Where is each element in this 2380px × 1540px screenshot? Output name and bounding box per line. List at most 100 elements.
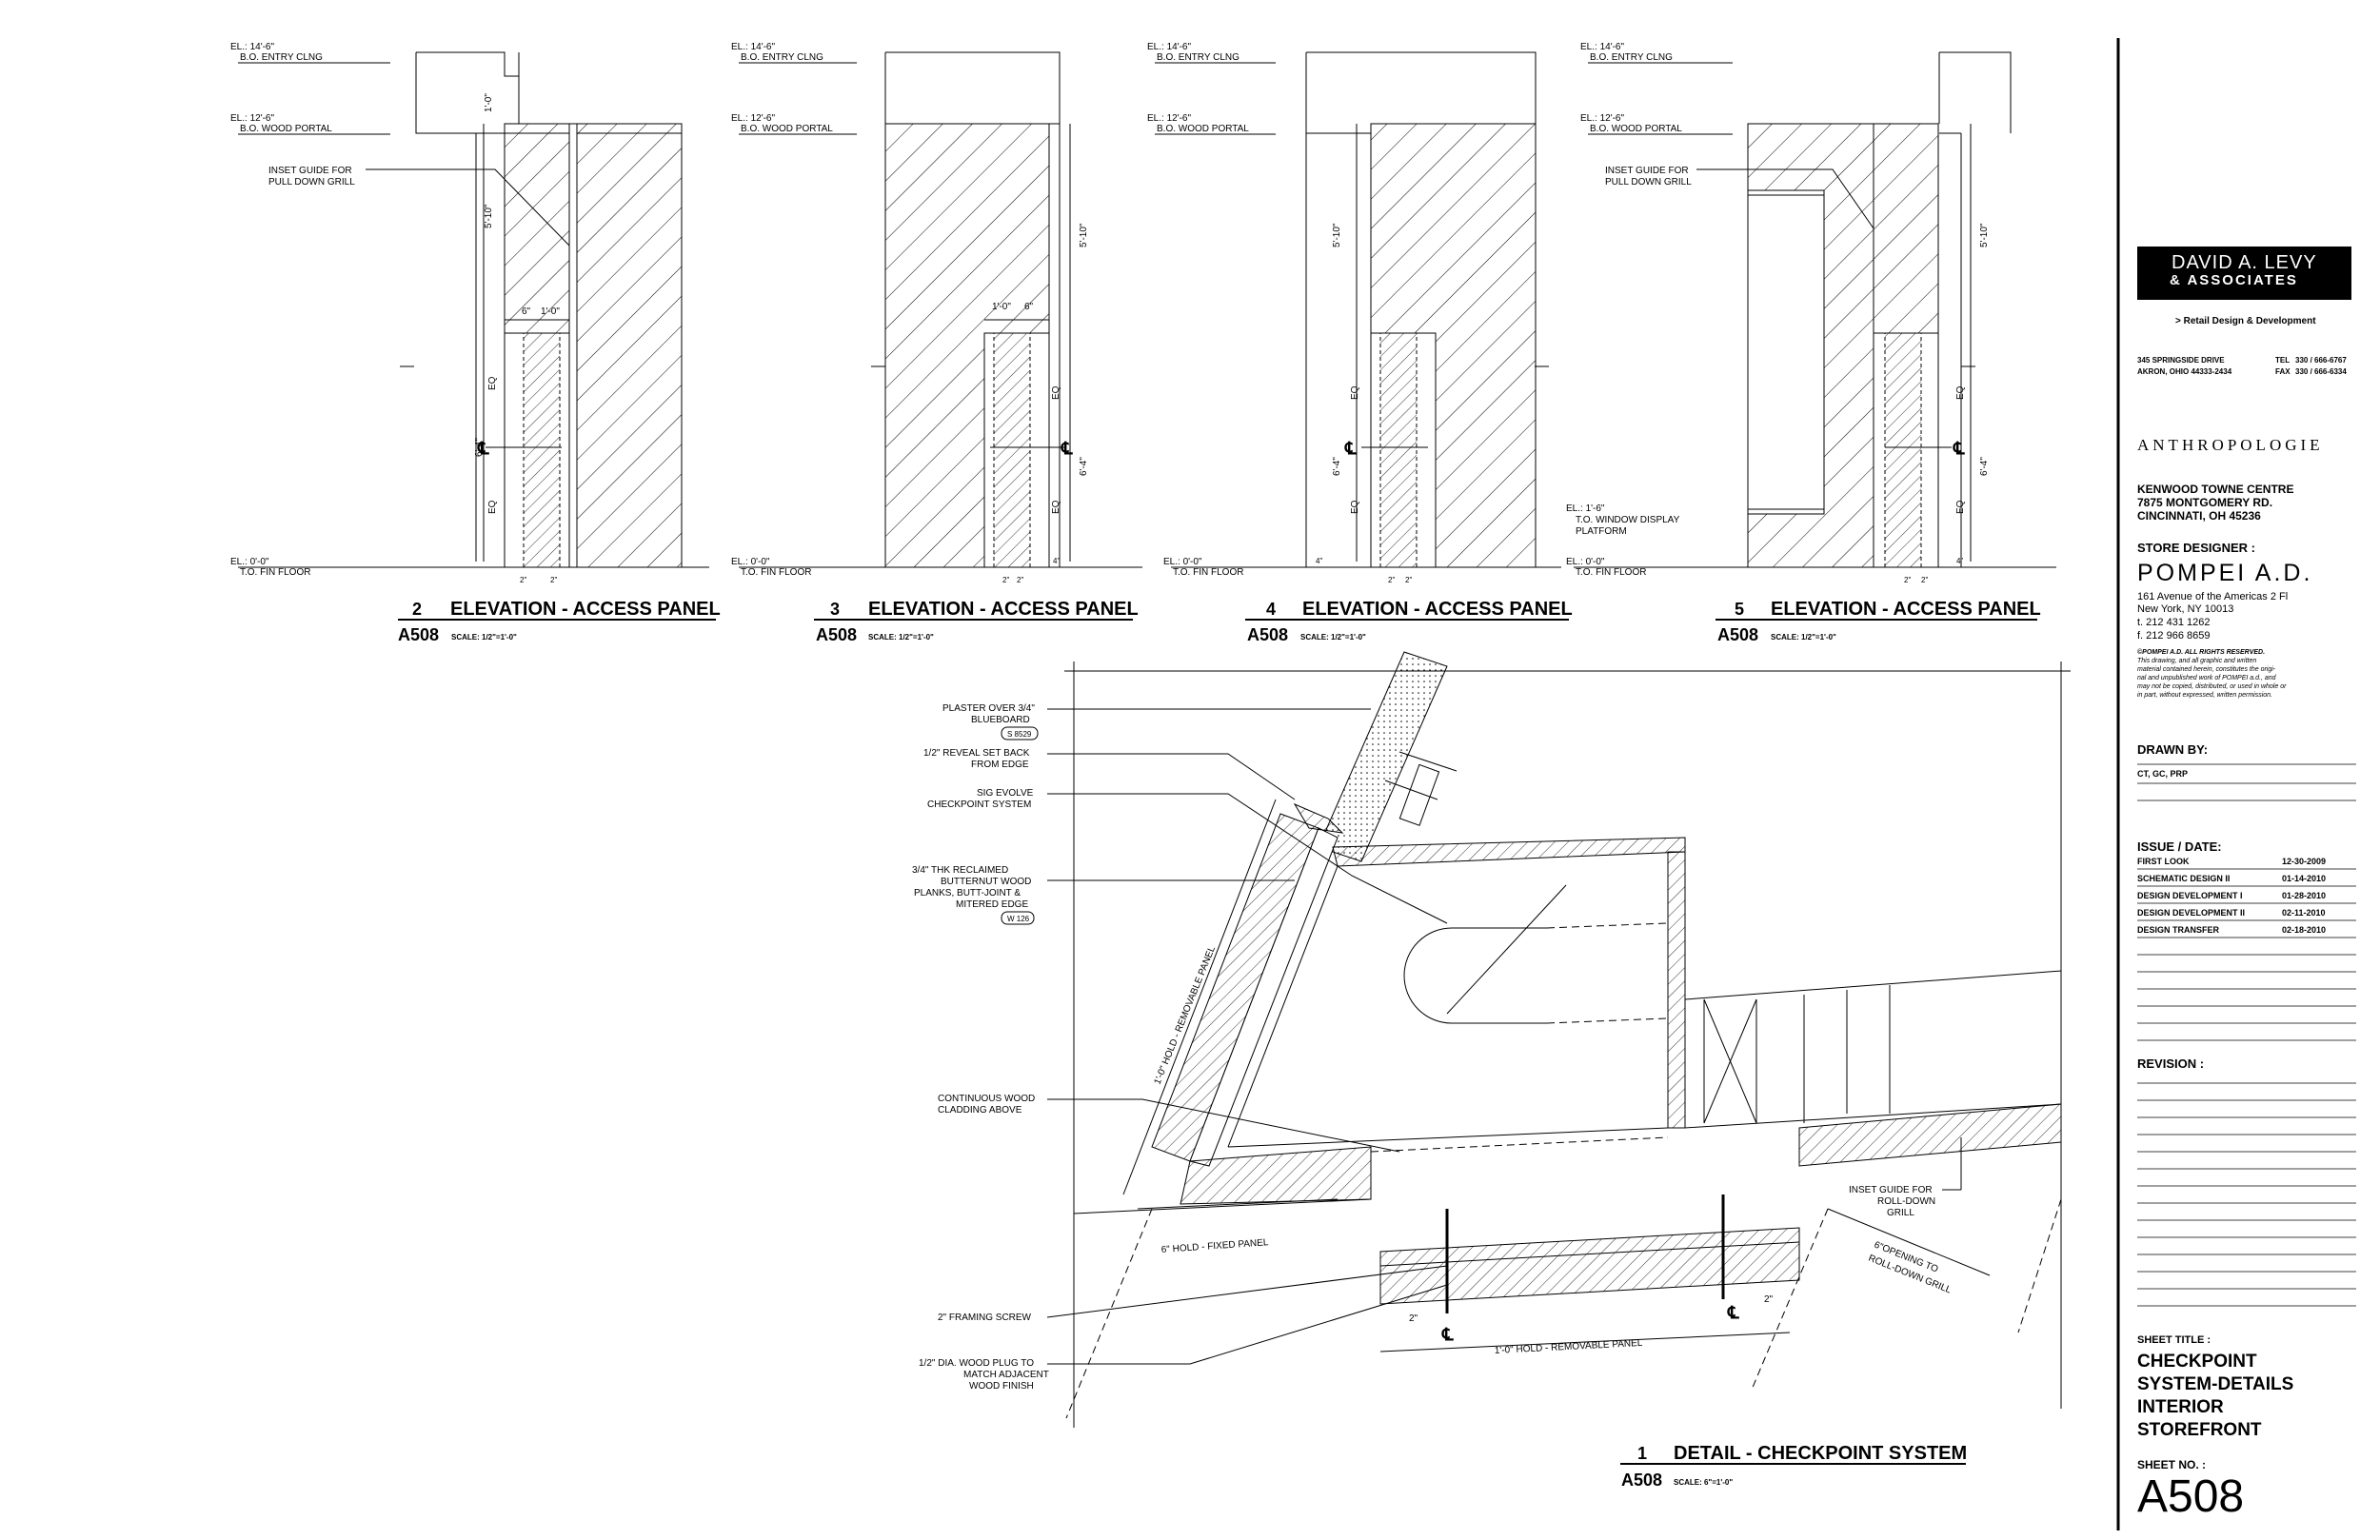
dim-two: 2" [1388,576,1395,584]
portal-level-name: B.O. WOOD PORTAL [240,124,332,134]
elevation-sheet: A508 [1247,625,1288,644]
portal-level-el: EL.: 12'-6" [230,113,274,124]
dim-four: 4" [1053,557,1060,565]
portal-level-name: B.O. WOOD PORTAL [741,124,833,134]
entry-level-name: B.O. ENTRY CLNG [1157,52,1240,63]
note-plug-1: 1/2" DIA. WOOD PLUG TO [919,1358,1034,1369]
note-plug-2: MATCH ADJACENT [963,1370,1049,1380]
floor-level-el: EL.: 0'-0" [1566,557,1605,567]
centerline-mark: ℄ [477,439,489,458]
firm-tagline: > Retail Design & Development [2175,316,2316,326]
drawn-by-label: DRAWN BY: [2137,742,2209,757]
designer-name: POMPEI A.D. [2137,560,2313,586]
floor-level-el: EL.: 0'-0" [1163,557,1202,567]
dim-eq: EQ [487,376,498,390]
entry-level-el: EL.: 14'-6" [731,42,775,52]
dim-eq: EQ [1350,500,1360,514]
elevation-title: ELEVATION - ACCESS PANEL [450,599,721,620]
elevation-2: EL.: 14'-6" B.O. ENTRY CLNG EL.: 12'-6" … [230,42,721,644]
fax-number: 330 / 666-6334 [2295,367,2347,376]
centerline-mark: ℄ [1441,1325,1454,1344]
dim-six-four: 6'-4" [474,438,485,457]
issue-date: 01-14-2010 [2282,874,2327,883]
fax-label: FAX [2275,367,2291,376]
portal-level-name: B.O. WOOD PORTAL [1157,124,1249,134]
site-line-3: CINCINNATI, OH 45236 [2137,509,2261,523]
detail-scale: SCALE: 6"=1'-0" [1674,1478,1733,1487]
detail-sheet: A508 [1621,1471,1662,1490]
elevation-number: 4 [1266,600,1276,619]
removable-panel-dim-lower: 1'-0" HOLD - REMOVABLE PANEL [1495,1338,1643,1356]
dim-two: 2" [520,576,526,584]
issue-name: FIRST LOOK [2137,857,2190,866]
dim-five-ten: 5'-10" [1979,223,1990,247]
issue-name: SCHEMATIC DESIGN II [2137,874,2231,883]
title-block: DAVID A. LEVY & ASSOCIATES > Retail Desi… [2118,38,2380,1532]
title-block-lines [2137,763,2356,1307]
dim-two: 2" [1017,576,1023,584]
elevation-3: EL.: 14'-6" B.O. ENTRY CLNG EL.: 12'-6" … [731,42,1142,644]
dim-eq: EQ [1051,500,1061,514]
entry-level-name: B.O. ENTRY CLNG [240,52,323,63]
dim-eq: EQ [1051,385,1061,400]
dim-eq: EQ [1955,385,1966,400]
dim-two: 2" [1921,576,1928,584]
note-screw: 2" FRAMING SCREW [938,1313,1032,1323]
sheet-title-line: STOREFRONT [2137,1420,2262,1440]
floor-level-name: T.O. FIN FLOOR [240,567,310,578]
entry-level-name: B.O. ENTRY CLNG [1590,52,1673,63]
dim-six-four: 6'-4" [1332,457,1342,476]
dim-two: 2" [550,576,557,584]
inset-guide-note-1: INSET GUIDE FOR [268,166,352,176]
note-wood-4: MITERED EDGE [956,899,1028,910]
elevation-scale: SCALE: 1/2"=1'-0" [868,633,934,642]
dim-one-foot: 1'-0" [992,302,1011,312]
centerline-mark: ℄ [1953,439,1965,458]
sheet-title-label: SHEET TITLE : [2137,1334,2211,1346]
inset-guide-note-2: PULL DOWN GRILL [268,177,355,188]
issue-name: DESIGN DEVELOPMENT I [2137,891,2243,900]
issue-date: 01-28-2010 [2282,891,2327,900]
designer-address-1: 161 Avenue of the Americas 2 Fl [2137,591,2289,602]
sheet-title-line: INTERIOR [2137,1397,2224,1417]
elevation-scale: SCALE: 1/2"=1'-0" [451,633,517,642]
note-plaster-1: PLASTER OVER 3/4" [942,703,1035,714]
dim-six: 6" [522,306,531,317]
tel-label: TEL [2275,356,2291,365]
designer-address-2: New York, NY 10013 [2137,603,2234,615]
note-wood-1: 3/4" THK RECLAIMED [912,865,1008,876]
sheet-no-label: SHEET NO. : [2137,1458,2207,1471]
elevation-number: 2 [412,600,422,619]
floor-level-el: EL.: 0'-0" [731,557,770,567]
centerline-mark: ℄ [1061,439,1073,458]
inset-guide-note: ROLL-DOWN [1877,1196,1935,1207]
platform-level-el: EL.: 1'-6" [1566,503,1605,514]
issue-date: 12-30-2009 [2282,857,2327,866]
dim-five-ten: 5'-10" [1332,223,1342,247]
client-name: ANTHROPOLOGIE [2137,436,2324,454]
material-tag-wood-text: W 126 [1007,915,1030,923]
revision-label: REVISION : [2137,1056,2205,1071]
firm-name-2: & ASSOCIATES [2170,272,2298,288]
platform-level-name: T.O. WINDOW DISPLAY [1576,515,1680,525]
firm-name: DAVID A. LEVY [2172,252,2317,273]
firm-logo: DAVID A. LEVY & ASSOCIATES [2137,247,2351,300]
note-plug-3: WOOD FINISH [969,1381,1034,1392]
inset-guide-note-1: INSET GUIDE FOR [1605,166,1689,176]
detail-checkpoint-system: 6" HOLD - FIXED PANEL 1'-0" HOLD - REMOV… [912,651,2071,1490]
note-cladding-1: CONTINUOUS WOOD [938,1094,1035,1104]
note-wood-2: BUTTERNUT WOOD [941,877,1031,887]
elevation-number: 3 [830,600,840,619]
tel-number: 330 / 666-6767 [2295,356,2347,365]
designer-label: STORE DESIGNER : [2137,541,2256,555]
portal-level-el: EL.: 12'-6" [731,113,775,124]
elevation-4: EL.: 14'-6" B.O. ENTRY CLNG EL.: 12'-6" … [1147,42,1573,644]
note-plaster-2: BLUEBOARD [971,715,1030,725]
floor-level-name: T.O. FIN FLOOR [1173,567,1243,578]
material-tag-wood [1001,911,1035,925]
issue-date: 02-18-2010 [2282,925,2327,935]
issue-date: 02-11-2010 [2282,908,2326,918]
site-line-1: KENWOOD TOWNE CENTRE [2137,483,2294,496]
copyright-line: nal and unpublished work of POMPEI a.d.,… [2137,675,2276,681]
